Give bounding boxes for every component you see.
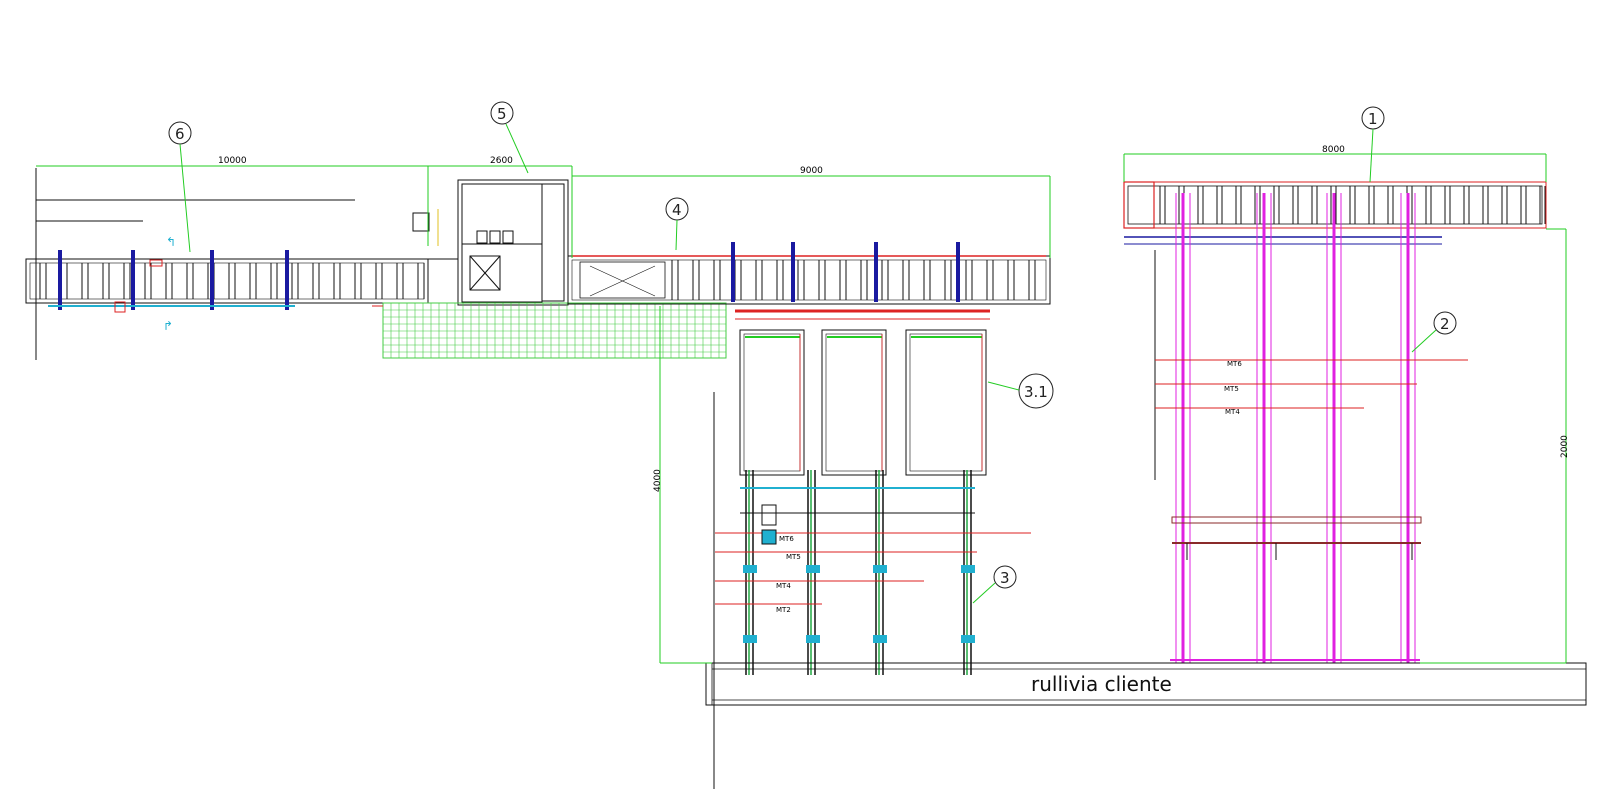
machine-5 [412, 166, 569, 306]
dimension-2600: 2600 [490, 156, 513, 166]
level-label-right-mt4: MT4 [1225, 408, 1240, 416]
level-label-right-mt6: MT6 [1227, 360, 1242, 368]
level-label-right-mt5: MT5 [1224, 385, 1239, 393]
svg-text:↰: ↰ [166, 235, 176, 249]
dimension-8000: 8000 [1322, 145, 1345, 155]
balloon-5: 5 [490, 101, 529, 174]
svg-text:4: 4 [672, 201, 682, 219]
balloon-2: 2 [1411, 311, 1457, 353]
svg-text:1: 1 [1368, 110, 1378, 128]
conveyor-6-blue-stops [58, 250, 289, 310]
balloon-6: 6 [168, 121, 192, 253]
svg-text:5: 5 [497, 105, 507, 123]
magazine-1 [1123, 181, 1547, 245]
stacking-columns-3: MT6 MT5 MT4 MT2 [715, 470, 1031, 675]
conveyor-6: ↰ ↱ [25, 168, 429, 360]
svg-text:↱: ↱ [163, 319, 173, 333]
balloon-3: 3 [972, 565, 1017, 604]
conveyor-6-rollers [39, 263, 425, 299]
level-label-left-mt6: MT6 [779, 535, 794, 543]
customer-conveyor: rullivia cliente [705, 662, 1587, 706]
dimension-10000: 10000 [218, 156, 247, 166]
level-label-left-mt2: MT2 [776, 606, 791, 614]
balloon-3-1: 3.1 [987, 373, 1054, 409]
lift-columns-2: MT6 MT5 MT4 [1154, 193, 1468, 663]
conveyor-4 [567, 242, 1051, 320]
operator-platform-grid [372, 302, 727, 359]
svg-text:3: 3 [1000, 569, 1010, 587]
svg-text:3.1: 3.1 [1024, 383, 1048, 401]
dimension-4000: 4000 [653, 469, 663, 492]
dimension-lines [36, 153, 1567, 664]
dimension-2000: 2000 [1560, 435, 1570, 458]
dimension-9000: 9000 [800, 166, 823, 176]
stations-3-1 [739, 329, 987, 476]
svg-text:6: 6 [175, 125, 185, 143]
level-label-left-mt4: MT4 [776, 582, 791, 590]
customer-conveyor-label: rullivia cliente [1031, 672, 1172, 696]
balloon-4: 4 [665, 197, 689, 251]
svg-text:2: 2 [1440, 315, 1450, 333]
level-label-left-mt5: MT5 [786, 553, 801, 561]
balloon-1: 1 [1361, 106, 1385, 183]
